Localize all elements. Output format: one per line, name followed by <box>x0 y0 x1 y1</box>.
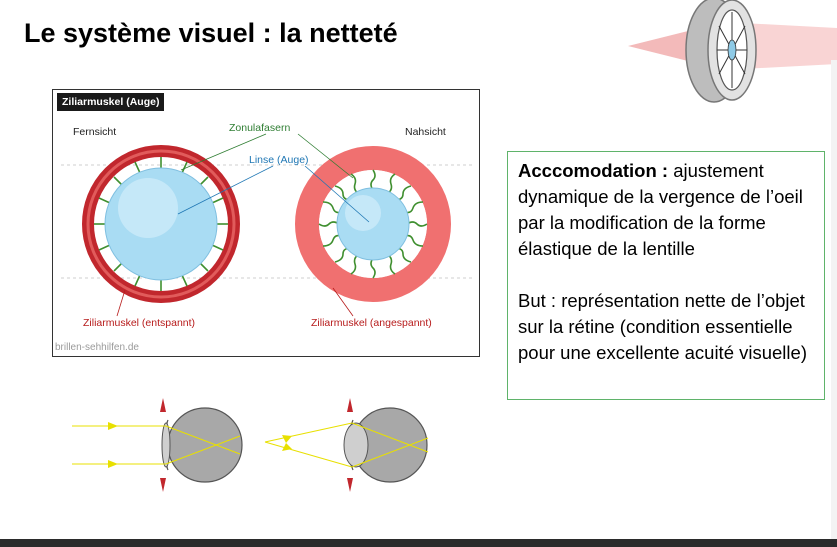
definition-text: ajustement dynamique de la vergence de l… <box>518 160 803 259</box>
ciliary-muscle-figure: Ziliarmuskel (Auge) Fernsicht Nahsicht Z… <box>52 89 480 357</box>
near-vision-label: Nahsicht <box>405 126 446 138</box>
figure-credit: brillen-sehhilfen.de <box>55 342 139 353</box>
eye-far-diagram <box>72 398 243 492</box>
tense-muscle-label: Ziliarmuskel (angespannt) <box>311 317 432 329</box>
accommodation-definition-box: Acccomodation : ajustement dynamique de … <box>507 151 825 400</box>
lens-illustration <box>624 0 837 108</box>
relaxed-muscle-label: Ziliarmuskel (entspannt) <box>83 317 196 329</box>
bottom-bar <box>0 539 837 547</box>
slide-title: Le système visuel : la netteté <box>24 18 398 48</box>
window-edge <box>831 60 837 539</box>
figure-header: Ziliarmuskel (Auge) <box>57 93 165 111</box>
definition-paragraph: Acccomodation : ajustement dynamique de … <box>518 158 816 262</box>
definition-term: Acccomodation : <box>518 160 669 181</box>
lens-label: Linse (Auge) <box>249 154 309 166</box>
far-vision-label: Fernsicht <box>73 126 117 138</box>
goal-paragraph: But : représentation nette de l’objet su… <box>518 290 807 363</box>
eye-accommodation-diagrams <box>60 390 460 510</box>
eye-near-diagram <box>264 398 429 492</box>
zonule-fibers-label: Zonulafasern <box>229 122 291 134</box>
